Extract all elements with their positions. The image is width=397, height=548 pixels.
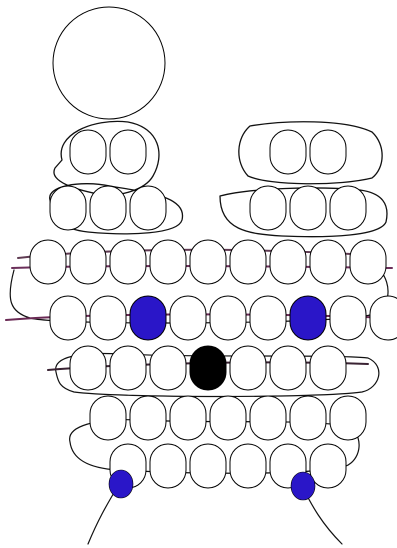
bead-r7-2: [150, 444, 186, 488]
bead-r4-6: [250, 296, 286, 340]
bead-r4-1: [50, 296, 86, 340]
bead-r6-2: [130, 396, 166, 440]
eye-bead-left: [130, 296, 166, 340]
bead-r2-left-2: [90, 186, 126, 230]
bead-r3-9: [350, 240, 386, 284]
bead-r4-2: [90, 296, 126, 340]
bead-r1-right-1: [270, 130, 306, 174]
bead-r3-3: [110, 240, 146, 284]
bead-r1-left-2: [110, 130, 146, 174]
bead-r2-left-3: [130, 186, 166, 230]
nose-bead: [190, 346, 226, 390]
bead-r3-2: [70, 240, 106, 284]
bead-r3-1: [30, 240, 66, 284]
bead-r1-right-2: [310, 130, 346, 174]
bead-r4-5: [210, 296, 246, 340]
bead-r7-6: [310, 444, 346, 488]
foot-bead-left: [109, 470, 133, 498]
bead-r3-8: [310, 240, 346, 284]
bead-r2-right-1: [250, 186, 286, 230]
bead-r5-3: [150, 346, 186, 390]
bead-r6-5: [250, 396, 286, 440]
bead-r3-5: [190, 240, 226, 284]
bead-grid: [30, 130, 397, 500]
bead-r3-6: [230, 240, 266, 284]
bead-r6-4: [210, 396, 246, 440]
bead-r3-4: [150, 240, 186, 284]
head-ring: [53, 7, 165, 119]
bead-r6-1: [90, 396, 126, 440]
bead-r4-9: [370, 296, 397, 340]
bead-r6-6: [290, 396, 326, 440]
bead-r6-3: [170, 396, 206, 440]
bead-r6-7: [330, 396, 366, 440]
bead-r3-7: [270, 240, 306, 284]
bead-r7-3: [190, 444, 226, 488]
bead-r5-5: [230, 346, 266, 390]
bead-r7-4: [230, 444, 266, 488]
bead-r2-left-1: [50, 186, 86, 230]
bead-r2-right-2: [290, 186, 326, 230]
bead-r5-2: [110, 346, 146, 390]
bead-r4-8: [330, 296, 366, 340]
bead-r5-1: [70, 346, 106, 390]
bead-r4-4: [170, 296, 206, 340]
bead-r1-left-1: [70, 130, 106, 174]
bead-r2-right-3: [330, 186, 366, 230]
foot-bead-right: [291, 472, 315, 500]
eye-bead-right: [290, 296, 326, 340]
bead-r5-7: [310, 346, 346, 390]
bead-r5-6: [270, 346, 306, 390]
